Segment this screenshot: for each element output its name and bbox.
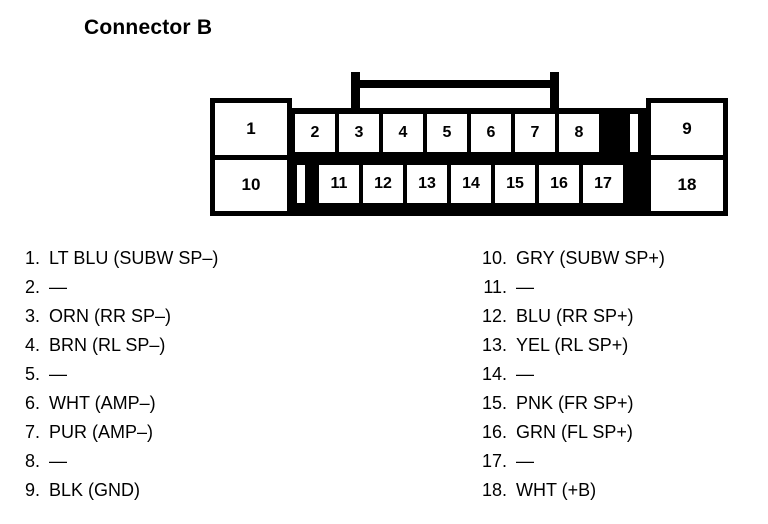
pin-description: —	[516, 451, 534, 471]
pin-cell-15[interactable]: 15	[491, 161, 539, 207]
pin-description: PNK (FR SP+)	[516, 393, 634, 413]
latch-post-left	[351, 72, 360, 117]
pin-number: 4.	[24, 335, 40, 355]
pin-description: —	[49, 364, 67, 384]
pin-cell-9[interactable]: 9	[651, 103, 723, 160]
pin-number: 11.	[483, 277, 507, 297]
pin-description: BRN (RL SP–)	[49, 335, 166, 355]
pin-description: GRY (SUBW SP+)	[516, 248, 665, 268]
pin-number: 18.	[481, 480, 507, 500]
pin-description: GRN (FL SP+)	[516, 422, 633, 442]
list-item: 7. PUR (AMP–)	[24, 422, 218, 451]
pin-description: —	[49, 277, 67, 297]
latch-post-right	[550, 72, 559, 117]
pin-cell-2[interactable]: 2	[291, 110, 339, 156]
pin-description: WHT (+B)	[516, 480, 597, 500]
pin-description: —	[49, 451, 67, 471]
list-item: 14. —	[481, 364, 665, 393]
pin-number: 7.	[24, 422, 40, 442]
pin-cell-10[interactable]: 10	[215, 159, 287, 211]
pin-cell-17[interactable]: 17	[579, 161, 627, 207]
pin-number: 9.	[24, 480, 40, 500]
pin-cell-5[interactable]: 5	[423, 110, 471, 156]
pin-description: BLU (RR SP+)	[516, 306, 634, 326]
page-title: Connector B	[84, 16, 213, 39]
pin-number: 10.	[481, 248, 507, 268]
pin-number: 2.	[24, 277, 40, 297]
pin-row-top: 2 3 4 5 6 7 8	[291, 110, 603, 156]
list-item: 10. GRY (SUBW SP+)	[481, 248, 665, 277]
list-item: 5. —	[24, 364, 218, 393]
filler-cell-top-right	[626, 110, 642, 156]
connector-right-end-block: 9 18	[646, 98, 728, 216]
pin-number: 14.	[481, 364, 507, 384]
filler-cell-bottom-left	[293, 161, 309, 207]
pin-legend: 1. LT BLU (SUBW SP–) 2. — 3. ORN (RR SP–) 4…	[0, 248, 768, 524]
list-item: 2. —	[24, 277, 218, 306]
pin-description: ORN (RR SP–)	[49, 306, 172, 326]
pin-number: 1.	[24, 248, 40, 268]
pin-row-bottom: 11 12 13 14 15 16 17	[315, 161, 627, 207]
pin-cell-1[interactable]: 1	[215, 103, 287, 160]
pin-legend-left-column: 1. LT BLU (SUBW SP–) 2. — 3. ORN (RR SP–) 4…	[24, 248, 218, 509]
list-item: 3. ORN (RR SP–)	[24, 306, 218, 335]
pin-cell-6[interactable]: 6	[467, 110, 515, 156]
list-item: 1. LT BLU (SUBW SP–)	[24, 248, 218, 277]
latch-bar	[351, 80, 559, 88]
list-item: 6. WHT (AMP–)	[24, 393, 218, 422]
list-item: 15. PNK (FR SP+)	[481, 393, 665, 422]
connector-left-end-block: 1 10	[210, 98, 292, 216]
pin-number: 12.	[481, 306, 507, 326]
list-item: 9. BLK (GND)	[24, 480, 218, 509]
pin-number: 15.	[481, 393, 507, 413]
pin-cell-7[interactable]: 7	[511, 110, 559, 156]
pin-cell-3[interactable]: 3	[335, 110, 383, 156]
pin-cell-18[interactable]: 18	[651, 159, 723, 211]
pin-description: WHT (AMP–)	[49, 393, 156, 413]
list-item: 18. WHT (+B)	[481, 480, 665, 509]
pin-cell-11[interactable]: 11	[315, 161, 363, 207]
pin-description: —	[516, 277, 534, 297]
list-item: 11. —	[481, 277, 665, 306]
pin-cell-13[interactable]: 13	[403, 161, 451, 207]
list-item: 13. YEL (RL SP+)	[481, 335, 665, 364]
pin-number: 16.	[481, 422, 507, 442]
pin-cell-16[interactable]: 16	[535, 161, 583, 207]
list-item: 17. —	[481, 451, 665, 480]
pin-number: 13.	[481, 335, 507, 355]
list-item: 4. BRN (RL SP–)	[24, 335, 218, 364]
pin-legend-right-column: 10. GRY (SUBW SP+) 11. — 12. BLU (RR SP+) 1…	[481, 248, 665, 509]
pin-description: LT BLU (SUBW SP–)	[49, 248, 219, 268]
list-item: 8. —	[24, 451, 218, 480]
pin-number: 8.	[24, 451, 40, 471]
list-item: 16. GRN (FL SP+)	[481, 422, 665, 451]
pin-number: 3.	[24, 306, 40, 326]
pin-cell-8[interactable]: 8	[555, 110, 603, 156]
pin-description: YEL (RL SP+)	[516, 335, 629, 355]
pin-description: PUR (AMP–)	[49, 422, 154, 442]
pin-number: 5.	[24, 364, 40, 384]
list-item: 12. BLU (RR SP+)	[481, 306, 665, 335]
pin-number: 6.	[24, 393, 40, 413]
pin-cell-4[interactable]: 4	[379, 110, 427, 156]
pin-cell-14[interactable]: 14	[447, 161, 495, 207]
pin-cell-12[interactable]: 12	[359, 161, 407, 207]
pin-description: —	[516, 364, 534, 384]
connector-diagram: 1 10 9 18 2 3 4 5 6 7 8 11 12 13 14 15 1…	[205, 64, 740, 229]
pin-number: 17.	[481, 451, 507, 471]
pin-description: BLK (GND)	[49, 480, 141, 500]
